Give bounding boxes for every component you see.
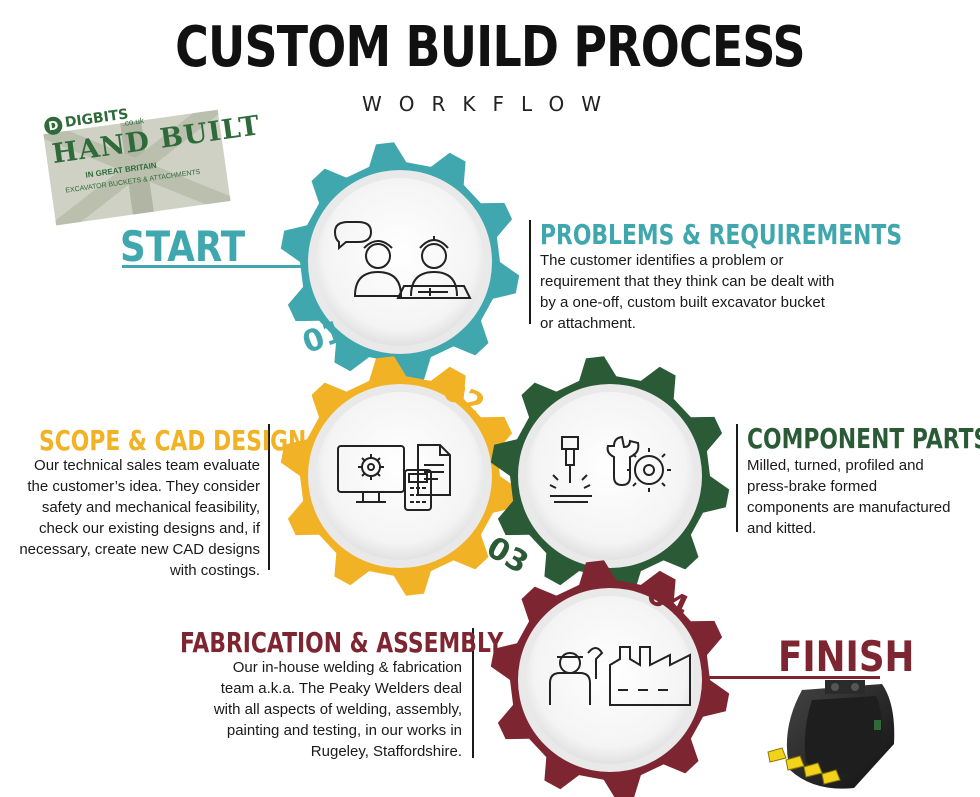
gear-03 xyxy=(490,356,730,596)
page-title: CUSTOM BUILD PROCESS xyxy=(175,15,805,80)
step-3-text: Milled, turned, profiled and press-brake… xyxy=(747,457,951,537)
step-4-divider xyxy=(472,628,474,758)
start-label: START xyxy=(120,222,246,271)
step-1-text: The customer identifies a problem or req… xyxy=(540,252,835,332)
step-2-text: Our technical sales team evaluate the cu… xyxy=(19,457,260,579)
step-3-heading: COMPONENT PARTS xyxy=(747,422,980,455)
gear-02 xyxy=(280,356,520,596)
step-4-text: Our in-house welding & fabrication team … xyxy=(213,659,462,760)
finish-label: FINISH xyxy=(778,632,915,681)
gear-center-03 xyxy=(526,392,694,560)
step-2-divider xyxy=(268,424,270,570)
gear-center-02 xyxy=(316,392,484,560)
step-2-heading: SCOPE & CAD DESIGN xyxy=(39,424,307,457)
gear-01 xyxy=(280,142,520,382)
step-1-heading: PROBLEMS & REQUIREMENTS xyxy=(540,218,903,251)
page-subtitle: WORKFLOW xyxy=(362,92,618,116)
step-4-heading: FABRICATION & ASSEMBLY xyxy=(180,626,504,659)
step-1-divider xyxy=(529,220,531,324)
step-3-divider xyxy=(736,424,738,532)
finish-connector xyxy=(700,676,880,679)
start-connector xyxy=(122,265,302,268)
gear-center-01 xyxy=(316,178,484,346)
